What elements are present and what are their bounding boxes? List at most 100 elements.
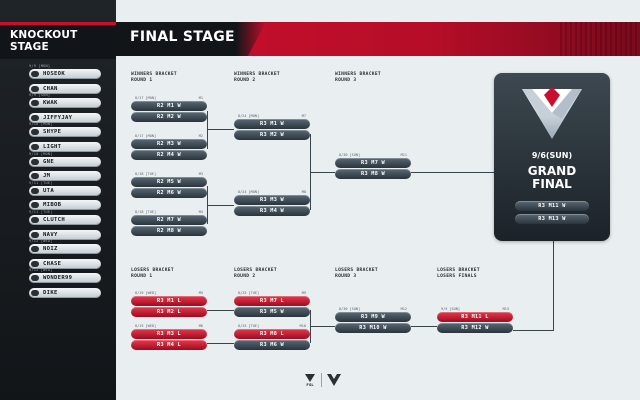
team-pill[interactable]: JIFFYJAY: [29, 113, 101, 123]
match-slot[interactable]: R2 M6 W: [131, 188, 207, 198]
match-slot[interactable]: R3 M3 W: [234, 195, 310, 205]
team-name: WONDER99: [43, 275, 73, 281]
team-pill[interactable]: NAVY: [29, 230, 101, 240]
match-slot[interactable]: R3 M9 W: [335, 312, 411, 322]
match-slot[interactable]: R3 M7 L: [234, 296, 310, 306]
team-pill[interactable]: KWAK: [29, 98, 101, 108]
match-date: 8/18 [TUE]: [135, 172, 157, 176]
team-pill[interactable]: WONDER99: [29, 273, 101, 283]
trophy-diamond-icon: [522, 87, 582, 139]
team-logo-icon: [31, 71, 39, 77]
team-pill[interactable]: LIGHT: [29, 142, 101, 152]
match-slot[interactable]: R3 M6 W: [234, 340, 310, 350]
match-slot[interactable]: R3 M3 L: [131, 329, 207, 339]
heading-wb-round3: WINNERS BRACKET ROUND 3: [335, 72, 381, 83]
valorant-logo-icon: [327, 374, 341, 386]
match-date-label: 9/11 [TUE]: [29, 210, 53, 214]
match-code: M1: [198, 96, 203, 100]
team-name: JM: [43, 173, 51, 179]
match-date: 9/5 [SUN]: [441, 307, 460, 311]
match-slot[interactable]: R3 M2 W: [234, 130, 310, 140]
match-slot[interactable]: R3 M1 W: [234, 119, 310, 129]
connector-line: [207, 129, 234, 130]
team-pill[interactable]: GNE: [29, 157, 101, 167]
match-slot[interactable]: R2 M2 W: [131, 112, 207, 122]
team-name: CHAN: [43, 86, 58, 92]
grand-final-slot-1[interactable]: R3 M11 W: [515, 201, 589, 211]
slot-label: R3 M2 L: [157, 309, 181, 315]
match-code: M10: [299, 324, 306, 328]
slot-label: R3 M5 W: [260, 309, 284, 315]
match-date-label: 9/10 [MON]: [29, 152, 53, 156]
match-date: 8/17 [MON]: [135, 96, 157, 100]
match-code: M7: [301, 114, 306, 118]
match-slot[interactable]: R3 M8 L: [234, 329, 310, 339]
match-slot[interactable]: R3 M4 W: [234, 206, 310, 216]
match-code: M4: [198, 210, 203, 214]
slot-label: R2 M1 W: [157, 103, 181, 109]
match-slot[interactable]: R2 M1 W: [131, 101, 207, 111]
match-date: 8/19 [WED]: [135, 324, 157, 328]
match-slot[interactable]: R2 M3 W: [131, 139, 207, 149]
slot-label: R3 M10 W: [359, 325, 387, 331]
team-pill[interactable]: NOIZ: [29, 244, 101, 254]
match-date-label: 9/9 [SUN]: [29, 93, 51, 97]
team-pill[interactable]: UTA: [29, 186, 101, 196]
match-slot[interactable]: R3 M2 L: [131, 307, 207, 317]
team-pill[interactable]: SHYPE: [29, 127, 101, 137]
team-pill[interactable]: CHASE: [29, 259, 101, 269]
match-code: M5: [198, 291, 203, 295]
match-date: 8/19 [WED]: [135, 291, 157, 295]
team-pill[interactable]: MIBOB: [29, 200, 101, 210]
match-slot[interactable]: R3 M10 W: [335, 323, 411, 333]
match-slot[interactable]: R3 M4 L: [131, 340, 207, 350]
match-slot[interactable]: R3 M11 L: [437, 312, 513, 322]
match-code: M11: [400, 153, 407, 157]
match-slot[interactable]: R3 M12 W: [437, 323, 513, 333]
team-logo-icon: [31, 202, 39, 208]
team-name: NOIZ: [43, 246, 58, 252]
match-date-label: 9/12 [WED]: [29, 239, 53, 243]
slot-label: R3 M8 W: [361, 171, 385, 177]
match-slot[interactable]: R2 M4 W: [131, 150, 207, 160]
match-m1: 8/17 [MON] M1 R2 M1 W R2 M2 W: [131, 96, 207, 122]
team-pill[interactable]: CHAN: [29, 84, 101, 94]
slot-label: R3 M6 W: [260, 342, 284, 348]
match-date: 8/25 [TUE]: [238, 324, 260, 328]
team-name: MIBOB: [43, 202, 62, 208]
match-slot[interactable]: R3 M5 W: [234, 307, 310, 317]
slot-label: R2 M8 W: [157, 228, 181, 234]
team-name: HOSEOK: [43, 71, 66, 77]
team-name: UTA: [43, 188, 55, 194]
team-pill[interactable]: JM: [29, 171, 101, 181]
match-slot[interactable]: R3 M7 W: [335, 158, 411, 168]
team-logo-icon: [31, 129, 39, 135]
fsl-logo-text: FSL: [306, 383, 314, 387]
slot-label: R3 M12 W: [461, 325, 489, 331]
heading-lb-finals: LOSERS BRACKET LOSERS FINALS: [437, 268, 480, 279]
match-slot[interactable]: R3 M1 L: [131, 296, 207, 306]
grand-final-title: GRAND FINAL: [527, 164, 577, 191]
match-slot[interactable]: R2 M8 W: [131, 226, 207, 236]
match-slot[interactable]: R2 M7 W: [131, 215, 207, 225]
slot-label: R3 M1 L: [157, 298, 181, 304]
match-slot[interactable]: R2 M5 W: [131, 177, 207, 187]
match-date: 8/18 [TUE]: [135, 210, 157, 214]
grand-final-date: 9/6(SUN): [531, 151, 573, 160]
team-pill[interactable]: CLUTCH: [29, 215, 101, 225]
grand-final-slot-2[interactable]: R3 M13 W: [515, 214, 589, 224]
team-pill[interactable]: HOSEOK: [29, 69, 101, 79]
team-name: LIGHT: [43, 144, 62, 150]
team-name: CHASE: [43, 261, 62, 267]
match-code: M3: [198, 172, 203, 176]
slot-label: R2 M3 W: [157, 141, 181, 147]
grand-final-card: 9/6(SUN) GRAND FINAL R3 M11 W R3 M13 W: [494, 73, 610, 241]
header-stripes: [560, 22, 640, 56]
match-date: 8/24 [MON]: [238, 114, 260, 118]
match-code: M12: [400, 307, 407, 311]
match-slot[interactable]: R3 M8 W: [335, 169, 411, 179]
team-pill[interactable]: DIKE: [29, 288, 101, 298]
